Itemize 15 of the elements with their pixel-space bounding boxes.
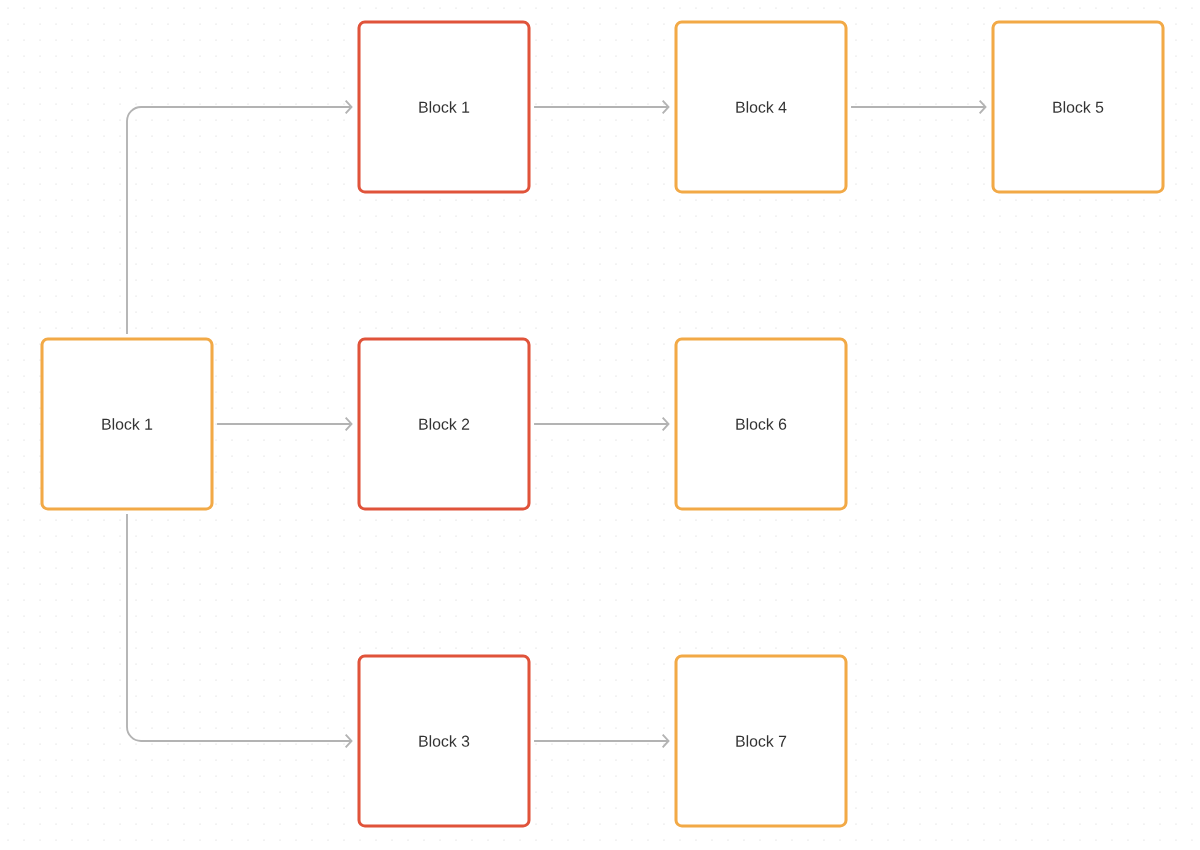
process-box: Block 1 [40,337,214,511]
process-box: Block 7 [674,654,848,828]
arrow [533,733,670,749]
arrow [533,416,670,432]
process-box: Block 4 [674,20,848,194]
process-box: Block 6 [674,337,848,511]
process-box: Block 1 [357,20,531,194]
process-box: Block 3 [357,654,531,828]
process-box: Block 5 [991,20,1165,194]
arrow [533,99,670,115]
process-box: Block 2 [357,337,531,511]
arrow [850,99,987,115]
arrow [126,99,353,335]
arrow [216,416,353,432]
arrow [126,513,353,749]
